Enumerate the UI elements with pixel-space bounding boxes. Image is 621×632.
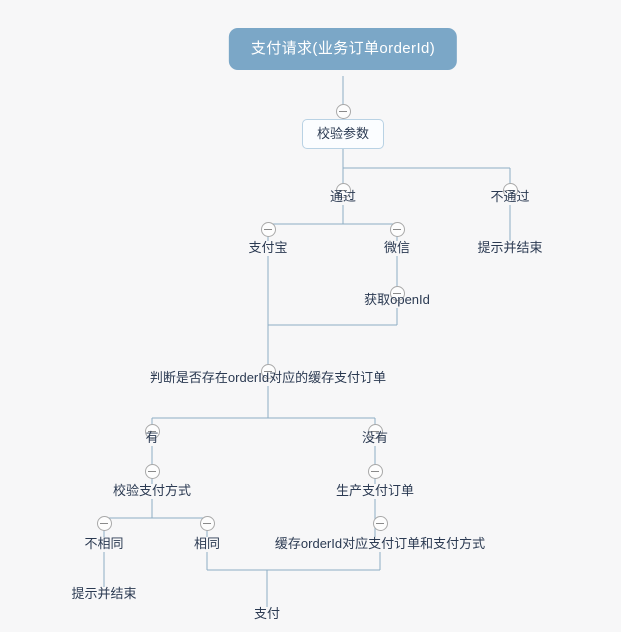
edge-merge-cache — [267, 256, 398, 371]
collapse-toggle-icon-openid[interactable] — [389, 285, 405, 301]
node-not-same[interactable]: 不相同 — [84, 536, 124, 551]
collapse-toggle-icon-same[interactable] — [199, 515, 215, 531]
edge-cache-hasnone — [151, 386, 376, 431]
node-pay[interactable]: 支付 — [253, 606, 281, 621]
collapse-toggle-icon-validate[interactable] — [335, 103, 351, 119]
collapse-toggle-icon-wechat[interactable] — [389, 221, 405, 237]
collapse-toggle-icon-not-same[interactable] — [96, 515, 112, 531]
node-fail-prompt-end[interactable]: 提示并结束 — [477, 240, 543, 255]
collapse-toggle-icon-create-order[interactable] — [367, 463, 383, 479]
edge-merge-pay — [206, 552, 381, 607]
node-get-openid[interactable]: 获取openId — [364, 292, 430, 307]
collapse-toggle-icon-cache-order[interactable] — [372, 515, 388, 531]
collapse-toggle-icon-pass[interactable] — [335, 182, 351, 198]
node-fail[interactable]: 不通过 — [490, 189, 530, 204]
node-has[interactable]: 有 — [145, 430, 159, 445]
collapse-toggle-icon-none[interactable] — [367, 423, 383, 439]
node-wechat[interactable]: 微信 — [383, 240, 411, 255]
collapse-toggle-icon-alipay[interactable] — [260, 221, 276, 237]
node-verify-payment-method[interactable]: 校验支付方式 — [112, 483, 192, 498]
node-notsame-prompt-end[interactable]: 提示并结束 — [71, 586, 137, 601]
node-none[interactable]: 没有 — [361, 430, 389, 445]
node-pass[interactable]: 通过 — [329, 189, 357, 204]
node-cache-order-and-method[interactable]: 缓存orderId对应支付订单和支付方式 — [274, 536, 486, 551]
collapse-toggle-icon-fail[interactable] — [502, 182, 518, 198]
collapse-toggle-icon-has[interactable] — [144, 423, 160, 439]
collapse-toggle-icon-check-cache[interactable] — [260, 363, 276, 379]
node-alipay[interactable]: 支付宝 — [248, 240, 288, 255]
edge-validate-branch — [342, 147, 511, 190]
node-create-payment-order[interactable]: 生产支付订单 — [335, 483, 415, 498]
node-check-cached-order[interactable]: 判断是否存在orderId对应的缓存支付订单 — [149, 370, 387, 385]
collapse-toggle-icon-check-method[interactable] — [144, 463, 160, 479]
node-root[interactable]: 支付请求(业务订单orderId) — [228, 28, 458, 70]
node-validate-params[interactable]: 校验参数 — [301, 119, 385, 149]
node-same[interactable]: 相同 — [193, 536, 221, 551]
edge-checkmethod-branch — [103, 499, 208, 537]
edge-pass-methods — [267, 205, 398, 241]
